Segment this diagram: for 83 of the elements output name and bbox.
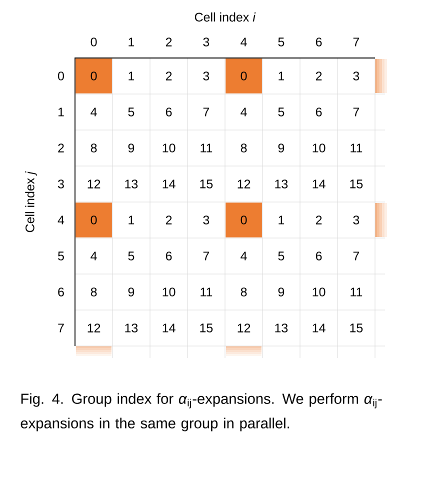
table-cell: 2 (316, 72, 322, 80)
table-cell: 4 (240, 252, 247, 260)
table-cell: 1 (278, 216, 284, 224)
table-cell: 5 (278, 252, 284, 260)
row-header: 2 (58, 144, 64, 152)
table-cell: 11 (200, 288, 212, 296)
column-header: 5 (278, 38, 284, 46)
row-header: 4 (58, 216, 64, 224)
axis-title: Cell index i (194, 12, 256, 22)
row-header: 0 (58, 72, 64, 80)
table-cell: 12 (88, 324, 100, 332)
table-cell: 4 (90, 252, 97, 260)
table-cell: 13 (275, 324, 288, 332)
table-cell: 9 (128, 288, 134, 296)
table-cell: 8 (240, 288, 247, 296)
table-cell: 2 (166, 216, 172, 224)
table-cell: 14 (162, 180, 176, 188)
table-cell: 0 (76, 202, 112, 238)
table-cell: 8 (90, 144, 97, 152)
table-cell: 15 (200, 324, 213, 332)
table-cell: 5 (278, 108, 284, 116)
table-cell: 7 (203, 108, 210, 116)
table-cell: 10 (312, 144, 326, 152)
table-cell: 6 (166, 252, 172, 260)
table-cell: 1 (128, 72, 134, 80)
table-cell: 9 (128, 144, 134, 152)
table-cell: 7 (353, 252, 360, 260)
table-cell: 0 (226, 202, 262, 238)
table-cell: 12 (88, 180, 100, 188)
column-header: 1 (128, 38, 134, 46)
table-cell: 13 (275, 180, 288, 188)
table-cell: 12 (238, 324, 250, 332)
table-cell: 11 (350, 144, 362, 152)
row-header: 3 (58, 180, 64, 188)
table-cell: 7 (353, 108, 360, 116)
column-header: 6 (316, 38, 322, 46)
table-cell: 1 (278, 72, 284, 80)
row-header: 1 (58, 108, 64, 116)
table-cell: 7 (203, 252, 210, 260)
row-header: 5 (58, 252, 64, 260)
table-cell: 14 (162, 324, 176, 332)
table-cell: 13 (125, 180, 138, 188)
table-cell: 9 (278, 288, 284, 296)
table-cell: 3 (203, 72, 210, 80)
table-cell: 5 (128, 252, 134, 260)
axis-title: Cell index j (25, 171, 37, 232)
table-cell: 3 (353, 72, 360, 80)
column-header: 2 (166, 38, 172, 46)
table-cell: 14 (312, 180, 326, 188)
column-header: 0 (90, 38, 97, 46)
table-cell: 11 (350, 288, 362, 296)
table-cell: 9 (278, 144, 284, 152)
table-cell: 2 (166, 72, 172, 80)
table-cell: 0 (226, 58, 262, 94)
caption: Fig. 4. Group index for α$_{ij}$-expansions. We perform α$_{ij}$-expansions in the same group in parallel. (20, 393, 382, 432)
column-header: 4 (240, 38, 247, 46)
table-cell: 10 (162, 144, 176, 152)
table-cell: 2 (316, 216, 322, 224)
table-cell: 4 (240, 108, 247, 116)
table-cell: 6 (166, 108, 172, 116)
column-header: 3 (203, 38, 210, 46)
table-cell: 15 (200, 180, 213, 188)
table-cell: 10 (162, 288, 176, 296)
table-cell: 3 (353, 216, 360, 224)
table-cell: 12 (238, 180, 250, 188)
table-cell: 15 (350, 180, 363, 188)
table-cell: 1 (128, 216, 134, 224)
table-cell: 4 (90, 108, 97, 116)
table-cell: 0 (76, 58, 112, 94)
table-cell: 15 (350, 324, 363, 332)
row-header: 7 (58, 324, 64, 332)
row-header: 6 (58, 288, 64, 296)
table-cell: 6 (316, 108, 322, 116)
table-cell: 6 (316, 252, 322, 260)
table-cell: 8 (240, 144, 247, 152)
table-cell: 3 (203, 216, 210, 224)
table-cell: 8 (90, 288, 97, 296)
table-cell: 5 (128, 108, 134, 116)
table-cell: 13 (125, 324, 138, 332)
table-cell: 14 (312, 324, 326, 332)
table-cell: 11 (200, 144, 212, 152)
table-cell: 10 (312, 288, 326, 296)
column-header: 7 (353, 38, 360, 46)
